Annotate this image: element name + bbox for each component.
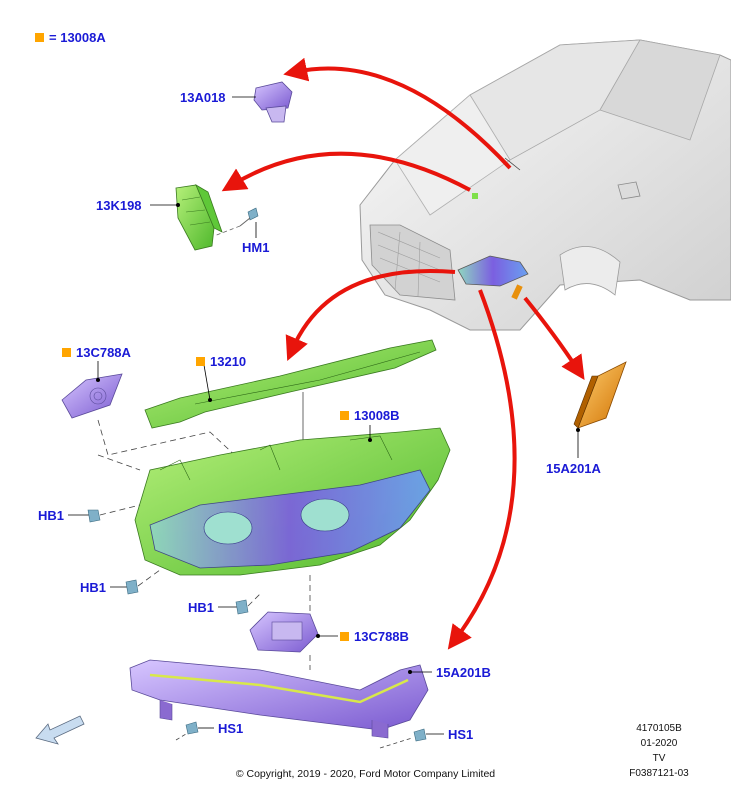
label-13008b-text: 13008B bbox=[354, 408, 400, 423]
marker-square-icon bbox=[35, 33, 44, 42]
doc-date: 01-2020 bbox=[640, 738, 678, 749]
vehicle-illustration bbox=[359, 39, 731, 331]
doc-id: 4170105B bbox=[636, 723, 682, 734]
label-hb1-a: HB1 bbox=[38, 508, 65, 523]
label-hb1-b: HB1 bbox=[80, 580, 107, 595]
callout-arrows bbox=[221, 57, 585, 650]
marker-square-icon bbox=[340, 632, 349, 641]
screw-hs1-a bbox=[175, 721, 214, 741]
part-13c788b bbox=[249, 611, 319, 653]
part-13k198 bbox=[175, 184, 223, 251]
part-15a201a bbox=[573, 361, 627, 429]
label-hb1-c: HB1 bbox=[188, 600, 215, 615]
part-13210 bbox=[144, 339, 437, 429]
legend-code: 13008A bbox=[60, 30, 106, 45]
label-13a018: 13A018 bbox=[180, 90, 226, 105]
screw-hs1-b bbox=[379, 728, 444, 749]
doc-code: TV bbox=[652, 753, 666, 764]
direction-arrow-icon bbox=[35, 715, 85, 745]
part-15a201b-drl bbox=[129, 659, 429, 739]
label-13k198: 13K198 bbox=[96, 198, 142, 213]
label-13210: 13210 bbox=[196, 354, 246, 369]
copyright-notice: © Copyright, 2019 - 2020, Ford Motor Com… bbox=[235, 768, 496, 780]
label-hs1-a: HS1 bbox=[218, 721, 244, 736]
label-13008b: 13008B bbox=[340, 408, 400, 423]
doc-figure-number: F0387121-03 bbox=[629, 768, 689, 779]
part-13c788a bbox=[61, 373, 123, 419]
label-13c788a-text: 13C788A bbox=[76, 345, 131, 360]
screw-hb1-c bbox=[218, 591, 263, 615]
marker-square-icon bbox=[62, 348, 71, 357]
screw-hb1-a bbox=[68, 504, 141, 523]
label-hm1: HM1 bbox=[242, 240, 270, 255]
screw-hm1 bbox=[213, 207, 259, 238]
part-13a018 bbox=[253, 81, 293, 123]
legend: = 13008A bbox=[35, 30, 106, 45]
marker-square-icon bbox=[196, 357, 205, 366]
marker-square-icon bbox=[340, 411, 349, 420]
label-13c788b-text: 13C788B bbox=[354, 629, 409, 644]
part-13008b-headlamp bbox=[134, 427, 451, 576]
screw-hb1-b bbox=[110, 569, 161, 595]
label-13c788b: 13C788B bbox=[340, 629, 409, 644]
label-13c788a: 13C788A bbox=[62, 345, 131, 360]
label-hs1-b: HS1 bbox=[448, 727, 474, 742]
label-13210-text: 13210 bbox=[210, 354, 247, 369]
label-15a201a: 15A201A bbox=[546, 461, 601, 476]
legend-equals: = bbox=[49, 30, 57, 45]
label-15a201b: 15A201B bbox=[436, 665, 491, 680]
